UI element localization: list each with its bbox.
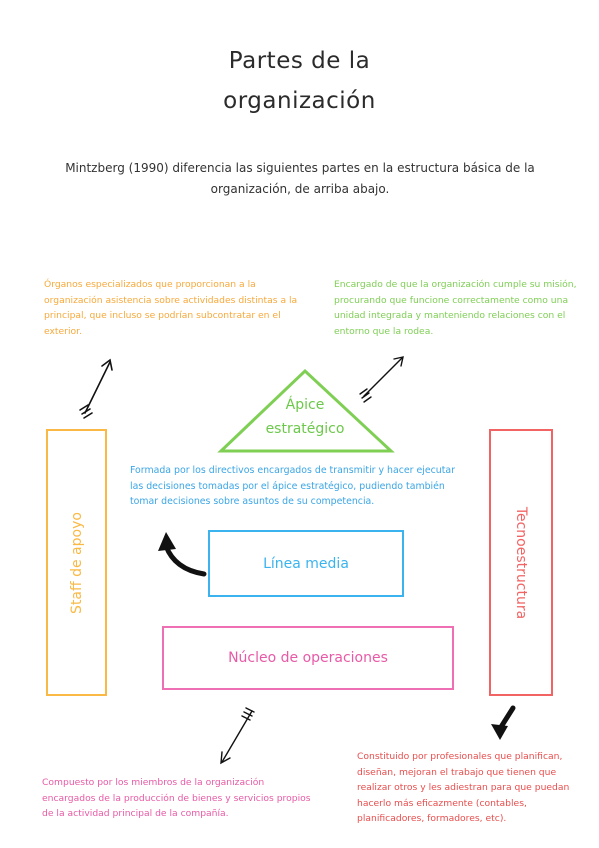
arrow-tecno-note: [491, 705, 516, 740]
note-apice-estrategico: Encargado de que la organización cumple …: [334, 279, 577, 337]
intro-text: Mintzberg (1990) diferencia las siguient…: [65, 161, 535, 196]
note-staff-de-apoyo: Órganos especializados que proporcionan …: [44, 279, 298, 337]
page-title-line-1: Partes de la: [228, 48, 371, 74]
linea-media-box: Línea media: [208, 530, 404, 597]
arrow-curve-linea: [158, 532, 207, 577]
apice-triangle: [217, 368, 395, 453]
nucleo-de-operaciones-box: Núcleo de operaciones: [162, 626, 454, 690]
apice-label-line-2: estratégico: [265, 421, 345, 437]
note-tecnoestructura: Constituido por profesionales que planif…: [357, 751, 570, 824]
nucleo-de-operaciones-label: Núcleo de operaciones: [228, 650, 388, 666]
note-linea-media: Formada por los directivos encargados de…: [130, 465, 455, 507]
tecnoestructura-box: Tecnoestructura: [489, 429, 553, 696]
arrow-staff-note: [79, 358, 113, 419]
arrow-nucleo-note: [220, 707, 255, 765]
staff-de-apoyo-box: Staff de apoyo: [46, 429, 107, 696]
apice-label-line-1: Ápice: [285, 397, 325, 413]
page-title-line-2: organización: [223, 88, 376, 114]
staff-de-apoyo-label: Staff de apoyo: [68, 511, 85, 614]
linea-media-label: Línea media: [263, 555, 349, 572]
apice-label: Ápice estratégico: [250, 393, 360, 441]
tecnoestructura-label: Tecnoestructura: [513, 506, 529, 619]
arrow-apice-note: [359, 356, 404, 403]
note-nucleo-de-operaciones: Compuesto por los miembros de la organiz…: [42, 777, 311, 819]
